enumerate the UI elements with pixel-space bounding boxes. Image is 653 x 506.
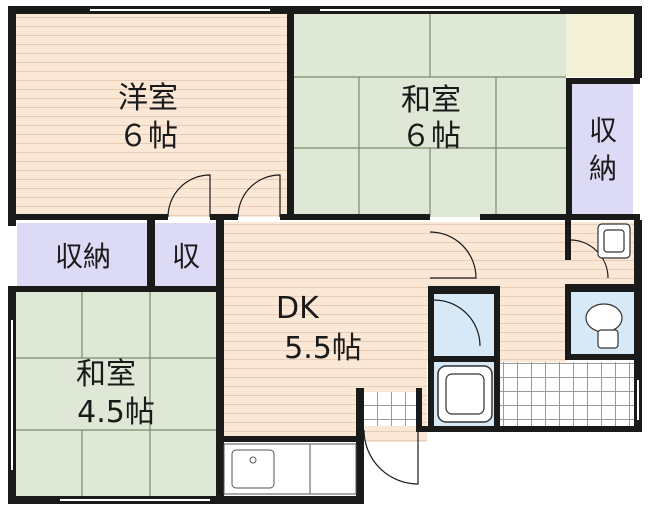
western-room-floor bbox=[14, 12, 290, 217]
closet-right-floor bbox=[572, 84, 633, 214]
dk-size: 5.5帖 bbox=[284, 331, 362, 366]
japanese-room-top-tatami bbox=[292, 12, 636, 217]
closet-left-floor bbox=[17, 223, 147, 287]
closet-right-label-2: 納 bbox=[589, 152, 617, 185]
western-room-name: 洋室 bbox=[118, 81, 178, 116]
entrance-tile bbox=[362, 392, 418, 426]
closet-small-label: 収 bbox=[172, 240, 200, 273]
windows bbox=[11, 9, 639, 501]
closet-small-floor bbox=[155, 223, 216, 287]
tile-area-right bbox=[500, 362, 634, 430]
closet-right-label-1: 収 bbox=[589, 114, 617, 147]
japanese-room-bottom-name: 和室 bbox=[76, 357, 136, 392]
bathtub bbox=[437, 365, 493, 423]
washroom-floor bbox=[432, 294, 494, 358]
doors bbox=[167, 174, 609, 485]
japanese-room-bottom-tatami bbox=[14, 292, 220, 498]
sink-fixture bbox=[597, 223, 631, 259]
western-room-size: ６帖 bbox=[118, 119, 178, 154]
dk-name: DK bbox=[276, 291, 320, 326]
kitchen-counter bbox=[223, 443, 357, 495]
closet-left-label: 収納 bbox=[55, 240, 111, 273]
toilet-fixture bbox=[585, 303, 623, 349]
japanese-room-top-name: 和室 bbox=[401, 83, 461, 118]
japanese-room-bottom-size: 4.5帖 bbox=[77, 395, 155, 430]
japanese-room-top-size: ６帖 bbox=[401, 119, 461, 154]
